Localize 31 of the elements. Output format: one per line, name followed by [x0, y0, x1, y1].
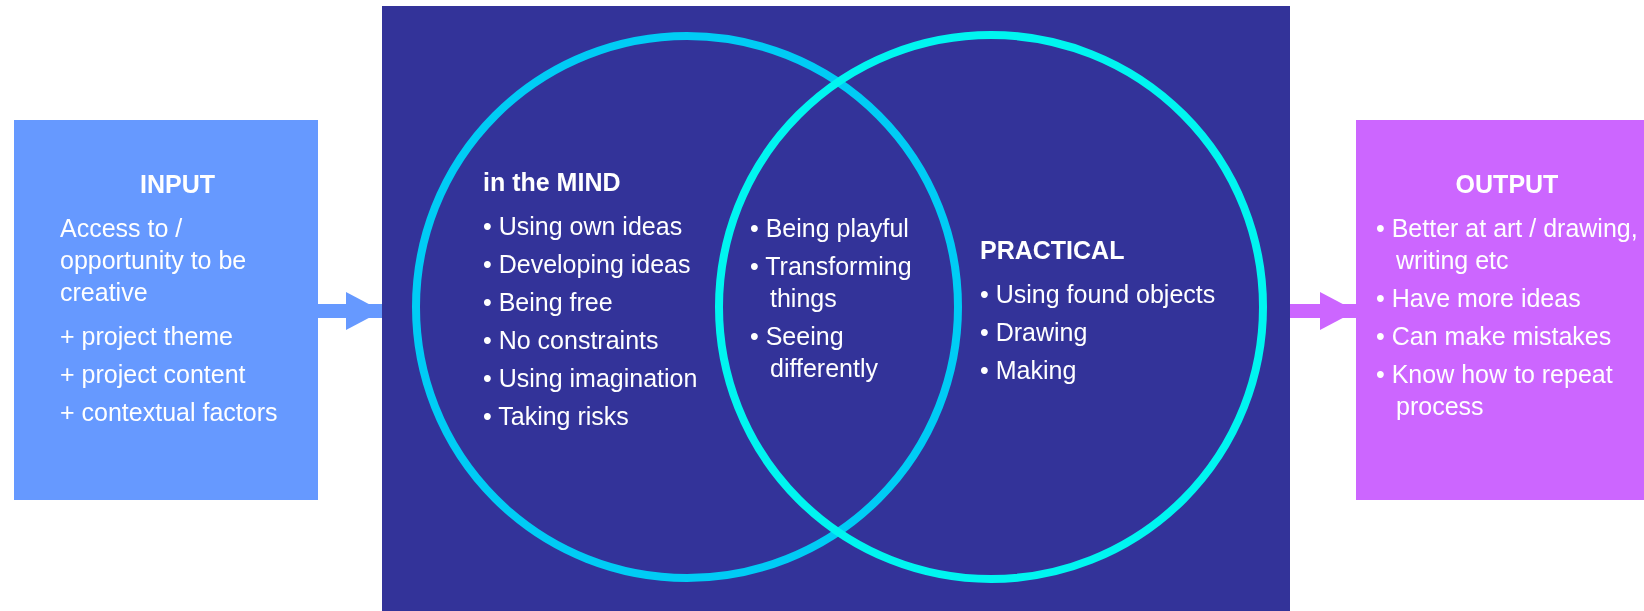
list-item: • Making	[980, 355, 1078, 386]
list-item: • Developing ideas	[483, 249, 692, 280]
list-item: • Using found objects	[980, 279, 1217, 310]
list-item: + project theme	[60, 321, 234, 352]
list-item: • No constraints	[483, 325, 660, 356]
list-item: • Better at art / drawing, writing etc	[1376, 213, 1638, 276]
heading: OUTPUT	[1454, 169, 1560, 200]
list-item: • Have more ideas	[1376, 283, 1582, 314]
mind-circle	[412, 32, 962, 582]
arrow	[318, 292, 382, 330]
list-item: • Know how to repeat process	[1376, 359, 1614, 422]
arrow	[1290, 292, 1356, 330]
list-item: • Taking risks	[483, 401, 630, 432]
list-item: + contextual factors	[60, 397, 279, 428]
list-item: Access to / opportunity to be creative	[60, 213, 248, 308]
list-item: • Using imagination	[483, 363, 699, 394]
list-item: • Being free	[483, 287, 614, 318]
list-item: • Transforming things	[750, 251, 913, 314]
list-item: • Seeing differently	[750, 321, 879, 384]
list-item: • Drawing	[980, 317, 1089, 348]
practical-circle	[715, 31, 1267, 583]
list-item: • Can make mistakes	[1376, 321, 1613, 352]
panel-background	[382, 6, 1290, 611]
output-box	[1356, 120, 1644, 500]
list-item: • Being playful	[750, 213, 910, 244]
heading: in the MIND	[483, 167, 622, 198]
list-item: + project content	[60, 359, 247, 390]
heading: INPUT	[139, 169, 216, 200]
input-box	[14, 120, 318, 500]
heading: PRACTICAL	[980, 235, 1126, 266]
list-item: • Using own ideas	[483, 211, 684, 242]
